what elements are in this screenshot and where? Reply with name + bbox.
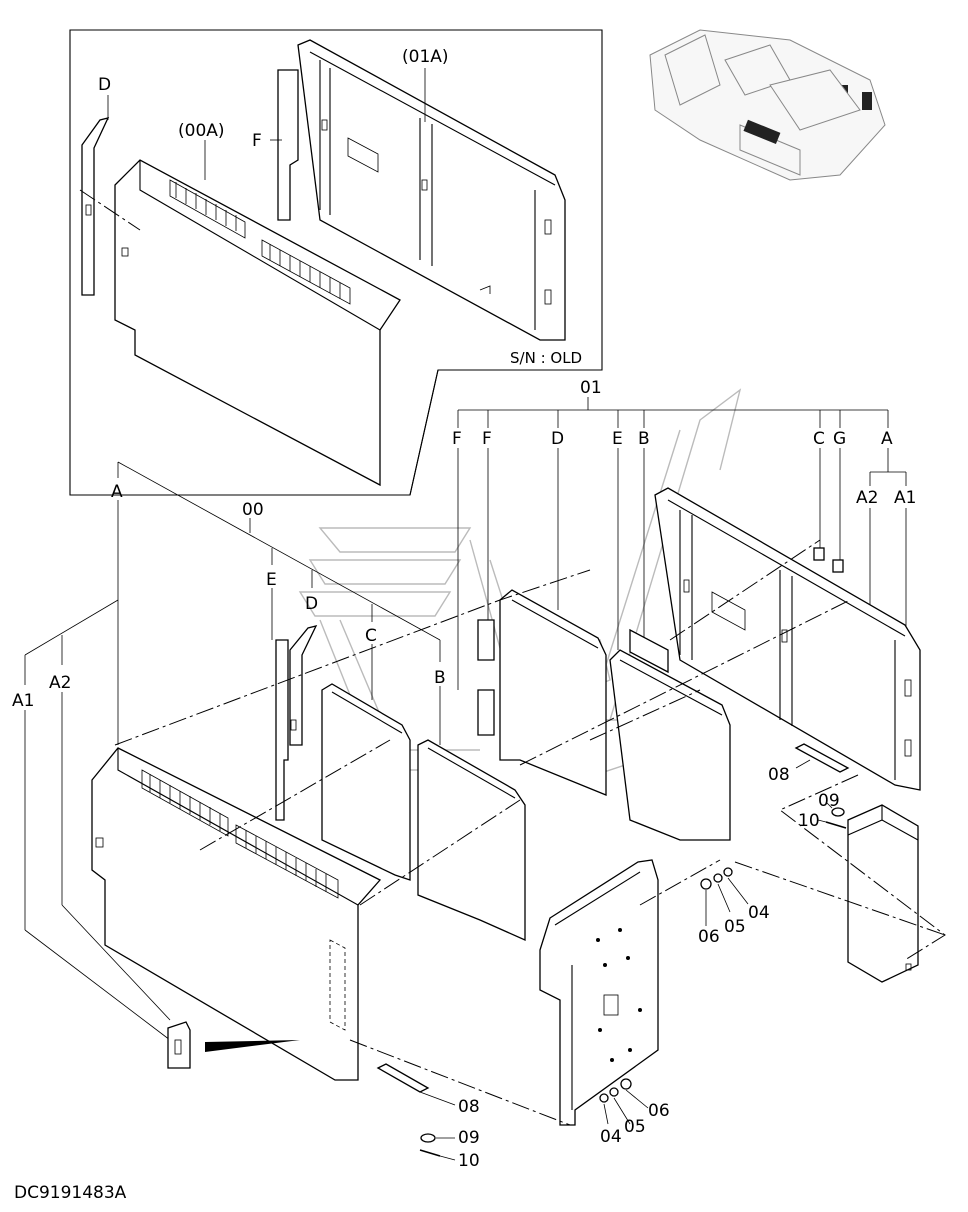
pad-C-00 — [321, 683, 411, 881]
tree-00-E: E — [266, 570, 277, 590]
left-label-A2: A2 — [49, 673, 71, 693]
part-04-right: 04 — [748, 903, 770, 923]
clip-G — [832, 559, 844, 573]
part-04-bottom: 04 — [600, 1127, 622, 1147]
part-10-right: 10 — [798, 811, 820, 831]
inset-label-F: F — [252, 131, 262, 151]
part-08-bottom: 08 — [458, 1097, 480, 1117]
inset-label-01A: (01A) — [402, 47, 449, 67]
hardware-04-05-06-right — [700, 867, 733, 890]
assembly-centerlines — [114, 539, 946, 1126]
part-06-right: 06 — [698, 927, 720, 947]
inset-serial-note: S/N : OLD — [510, 349, 582, 367]
tree-01-A2: A2 — [856, 488, 878, 508]
washer-09-right — [831, 807, 845, 817]
drawing-code: DC9191483A — [14, 1183, 127, 1203]
part-05-right: 05 — [724, 917, 746, 937]
arrow-pointer — [205, 1040, 300, 1052]
seal-B — [629, 628, 669, 674]
inset-seal-F — [277, 69, 299, 221]
part-10-bottom: 10 — [458, 1151, 480, 1171]
tree-00-B: B — [434, 668, 446, 688]
tree-01-E: E — [612, 429, 623, 449]
seal-E-00 — [275, 639, 289, 821]
tree-01-D: D — [551, 429, 564, 449]
seal-F-1 — [477, 619, 495, 661]
left-label-A1: A1 — [12, 691, 34, 711]
tree-01-G: G — [833, 429, 846, 449]
inset-label-00A: (00A) — [178, 121, 225, 141]
bolt-10-right — [825, 821, 847, 829]
seal-F-2 — [477, 689, 495, 736]
tree-01-C: C — [813, 429, 825, 449]
part-05-bottom: 05 — [624, 1117, 646, 1137]
tree-00-brackets — [24, 461, 441, 1041]
pad-E-01 — [609, 649, 731, 841]
inset-frame-01A — [297, 39, 566, 341]
seal-D-00 — [289, 625, 318, 746]
part-06-bottom: 06 — [648, 1101, 670, 1121]
left-label-A: A — [111, 482, 123, 502]
tree-01-brackets — [457, 397, 907, 690]
strap-08-right — [794, 743, 850, 773]
latch-A1 — [167, 1021, 191, 1069]
inset-cover-00A — [114, 159, 401, 487]
tree-01-A: A — [881, 429, 893, 449]
frame-01 — [654, 487, 921, 791]
tree-00-root: 00 — [242, 500, 264, 520]
cover-00 — [91, 747, 382, 1081]
clip-C — [813, 547, 825, 561]
inset-old-serial-box — [69, 29, 603, 496]
washer-09-bottom — [420, 1133, 436, 1143]
inset-seal-D — [79, 117, 141, 296]
control-box — [847, 804, 919, 983]
tree-00-D: D — [305, 594, 318, 614]
tree-01-A1: A1 — [894, 488, 916, 508]
tree-00-C: C — [365, 626, 377, 646]
inset-label-D: D — [98, 75, 111, 95]
excavator-thumbnail-icon — [649, 29, 886, 181]
tree-01-root: 01 — [580, 378, 602, 398]
part-08-right: 08 — [768, 765, 790, 785]
inset-leaders — [107, 68, 426, 180]
bolt-10-bottom — [419, 1149, 441, 1157]
tree-01-F2: F — [482, 429, 492, 449]
mounting-plate — [539, 859, 659, 1126]
part-09-bottom: 09 — [458, 1128, 480, 1148]
strap-08-bottom — [376, 1063, 430, 1093]
hardware-leaders — [419, 759, 833, 1161]
hardware-04-05-06-bottom — [599, 1078, 632, 1103]
tree-01-F1: F — [452, 429, 462, 449]
part-09-right: 09 — [818, 791, 840, 811]
tree-01-B: B — [638, 429, 650, 449]
pad-D-01 — [499, 589, 607, 796]
pad-B-00 — [417, 739, 526, 942]
